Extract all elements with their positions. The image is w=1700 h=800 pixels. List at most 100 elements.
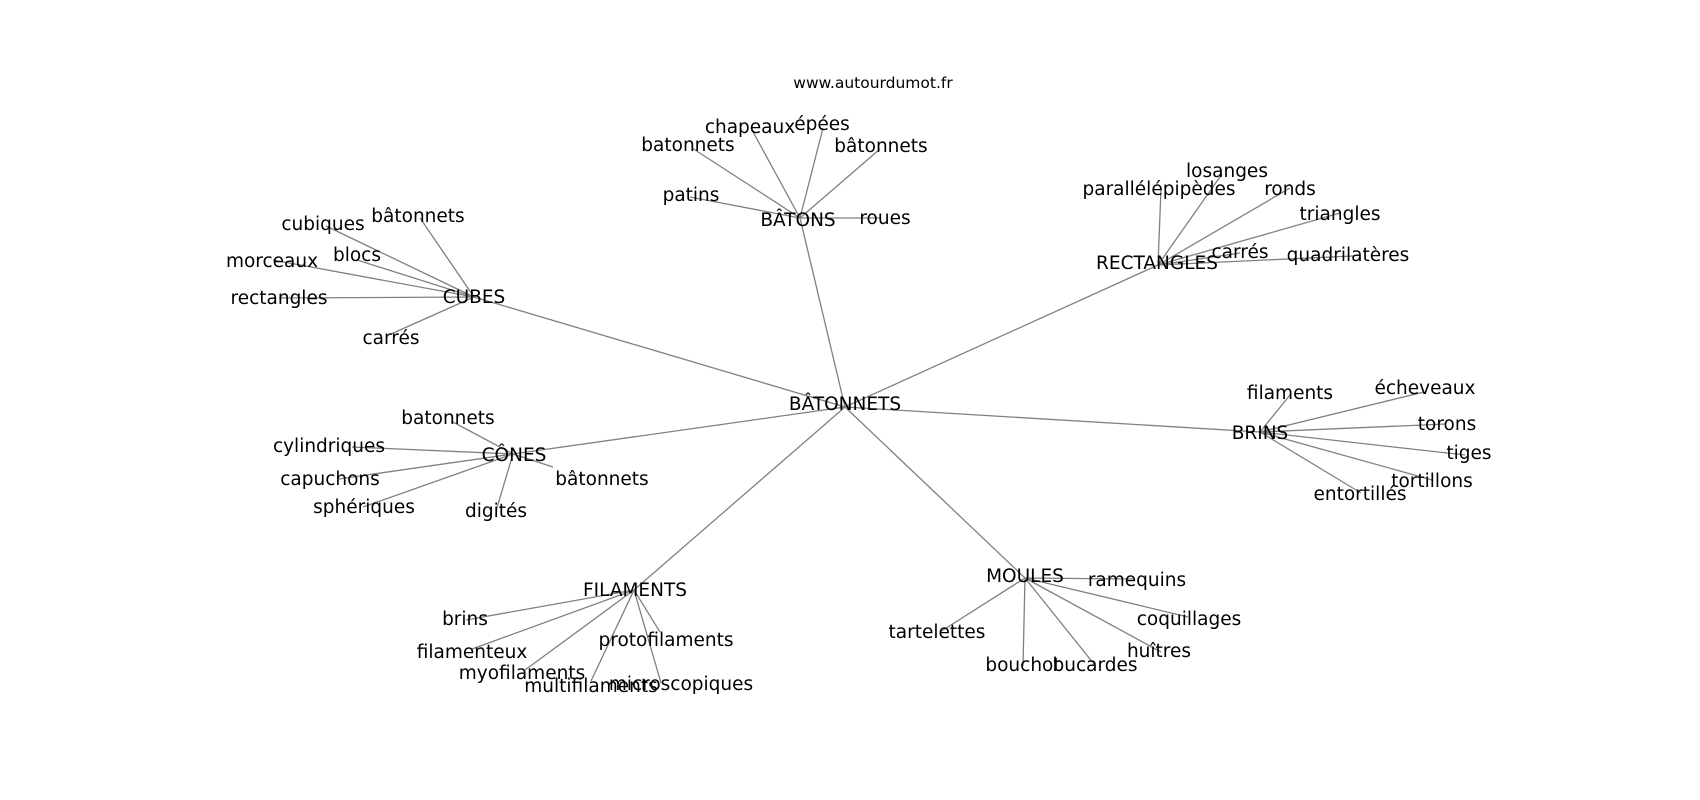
leaf-node-fil-filamenteux: filamenteux [417,642,528,663]
edge-root-rectangles [844,264,1159,408]
leaf-node-cones-spheriques: sphériques [313,497,415,518]
leaf-node-cones-capuchons: capuchons [280,469,380,490]
edge-fil-brins [465,589,635,621]
leaf-node-fil-microscopiques: microscopiques [609,674,753,695]
leaf-node-moules-bucardes: bucardes [1052,655,1137,676]
leaf-node-batons-chapeaux: chapeaux [705,117,795,138]
edge-cones-cylindriques [351,446,514,455]
edge-cubes-cubiques [325,225,475,298]
edge-brins-tortillons [1259,431,1433,481]
leaf-node-batons-epees: épées [794,114,850,135]
leaf-node-cones-batonnets2: bâtonnets [555,469,648,490]
edge-fil-myofilaments [524,589,635,671]
edge-root-brins [844,406,1261,433]
leaf-node-batons-patins: patins [663,185,720,206]
edge-cones-batonnets2 [512,453,554,468]
leaf-node-rect-ronds: ronds [1264,179,1316,200]
leaf-node-cubes-morceaux: morceaux [226,251,318,272]
edge-batons-patins [689,196,801,219]
hub-node-moules: MOULES [986,566,1064,587]
edge-batons-batonnets [691,147,801,219]
leaf-node-moules-coquillages: coquillages [1137,609,1241,630]
edge-moules-tartelettes [939,577,1026,633]
edge-batons-chapeaux [751,129,801,219]
edge-rect-ronds [1157,187,1291,266]
edge-root-cubes [473,296,846,408]
edge-cones-batonnets [450,420,514,455]
leaf-node-fil-myofilaments: myofilaments [459,663,585,684]
leaf-node-moules-tartelettes: tartelettes [889,622,986,643]
leaf-node-batons-batonnets2: bâtonnets [834,136,927,157]
edge-moules-huitres [1024,577,1162,653]
leaf-node-rect-quadrilateres: quadrilatères [1287,245,1410,266]
edge-root-cones [512,406,846,455]
edge-root-batons [799,217,846,408]
leaf-node-moules-ramequins: ramequins [1088,570,1186,591]
leaf-node-fil-multifilaments: multifilaments [524,676,657,697]
leaf-node-rect-losanges: losanges [1186,161,1268,182]
root-node-batonnets-root: BÂTONNETS [789,393,901,415]
edge-batons-batonnets2 [799,148,881,219]
edge-fil-filamenteux [471,589,635,650]
edge-moules-bucardes [1024,577,1095,665]
leaf-node-rect-parallelepipedes: parallélépipèdes [1083,179,1236,200]
edge-moules-coquillages [1024,577,1189,618]
edge-moules-ramequins [1024,577,1135,580]
leaf-node-fil-brins: brins [442,609,488,630]
leaf-node-cubes-batonnets: bâtonnets [371,206,464,227]
leaf-node-batons-batonnets: batonnets [641,135,734,156]
edge-brins-entortilles [1259,431,1362,494]
hub-node-cubes: CUBES [443,287,506,308]
leaf-node-cubes-cubiques: cubiques [281,214,364,235]
leaf-node-cones-cylindriques: cylindriques [273,436,385,457]
hub-node-batons: BÂTONS [760,209,835,231]
edge-cubes-blocs [356,259,475,298]
leaf-node-brins-echeveaux: écheveaux [1374,378,1475,399]
leaf-node-cubes-rectangles: rectangles [231,288,328,309]
leaf-node-cubes-carres: carrés [362,328,419,349]
leaf-node-brins-tortillons: tortillons [1391,471,1473,492]
edge-brins-filaments [1259,394,1291,433]
edge-cubes-batonnets [419,217,475,298]
hub-node-filaments: FILAMENTS [583,580,687,601]
leaf-node-brins-filaments: filaments [1247,383,1333,404]
edge-fil-protofilaments [633,589,661,633]
leaf-node-batons-roues: roues [859,208,910,229]
leaf-node-cones-digites: digités [465,501,527,522]
leaf-node-fil-protofilaments: protofilaments [599,630,734,651]
leaf-node-moules-bouchot: bouchot [985,655,1060,676]
leaf-node-moules-huitres: huîtres [1127,641,1191,662]
leaf-node-rect-carres: carrés [1211,242,1268,263]
edge-rect-parallelepipedes [1157,188,1162,266]
leaf-node-cubes-blocs: blocs [333,245,381,266]
edge-brins-tiges [1259,431,1466,456]
edge-root-filaments [633,406,846,591]
edge-cones-capuchons [338,453,514,480]
hub-node-cones: CÔNES [482,444,547,466]
hub-node-rectangles: RECTANGLES [1096,253,1218,274]
leaf-node-cones-batonnets: batonnets [401,408,494,429]
site-url: www.autourdumot.fr [793,74,953,92]
edge-brins-echeveaux [1259,391,1425,433]
edge-rect-triangles [1157,212,1341,266]
edge-fil-multifilaments [590,589,635,682]
leaf-node-brins-tiges: tiges [1446,443,1491,464]
edge-fil-microscopiques [633,589,662,684]
edge-batons-epees [799,127,824,219]
edge-rect-quadrilateres [1157,255,1354,266]
hub-node-brins: BRINS [1232,423,1289,444]
edge-cones-spheriques [362,453,514,508]
edge-cubes-carres [390,296,475,335]
edge-rect-losanges [1157,173,1223,266]
edge-cones-digites [495,453,514,512]
edge-rect-carres [1157,252,1241,266]
edge-moules-bouchot [1022,577,1026,667]
edge-cubes-rectangles [278,296,475,299]
leaf-node-rect-triangles: triangles [1300,204,1381,225]
leaf-node-brins-torons: torons [1418,414,1476,435]
edge-root-moules [844,406,1026,579]
graph-edges [272,127,1466,684]
edge-brins-torons [1259,423,1447,433]
